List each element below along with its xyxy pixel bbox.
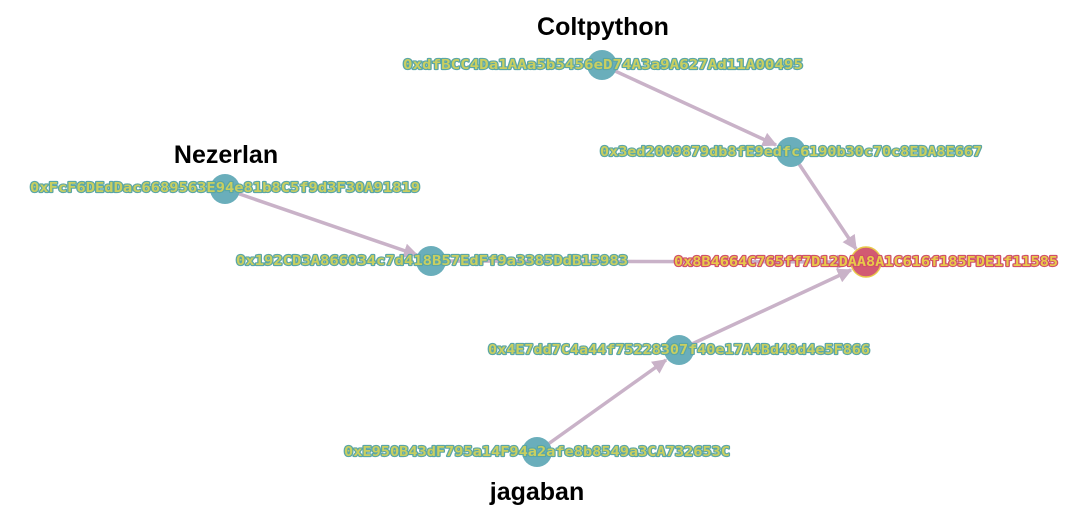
graph-node-target[interactable] bbox=[850, 246, 882, 278]
edge-n1-n2 bbox=[601, 63, 778, 147]
edge-n5-target bbox=[678, 268, 853, 352]
node-address-label: 0xE950B43dF795a14F94a2afe8b8549a3CA73265… bbox=[344, 445, 730, 460]
graph-node[interactable] bbox=[210, 174, 240, 204]
graph-node[interactable] bbox=[522, 437, 552, 467]
graph-node[interactable] bbox=[416, 246, 446, 276]
graph-node[interactable] bbox=[664, 335, 694, 365]
node-address-label: 0xFcF6DEdDac6689563E94e81b8C5f9d3F30A918… bbox=[30, 181, 420, 196]
group-title-coltpython: Coltpython bbox=[537, 13, 669, 41]
target-address-label: 0x8B4664C765ff7D12DAA8A1C616f185FDE1f115… bbox=[674, 255, 1058, 270]
graph-node[interactable] bbox=[776, 137, 806, 167]
group-title-jagaban: jagaban bbox=[489, 478, 584, 506]
node-address-label: 0x4E7dd7C4a44f75228307f40e17A4Bd48d4e5F8… bbox=[488, 343, 870, 358]
group-title-nezerlan: Nezerlan bbox=[174, 141, 278, 169]
node-address-label: 0x3ed2009879db8fE9edfc6190b30c70c8EDA8E6… bbox=[600, 145, 982, 160]
edge-n3-n4 bbox=[224, 187, 419, 258]
node-address-label: 0xdfBCC4Da1AAa5b5456eD74A3a9A627Ad11A004… bbox=[403, 58, 803, 73]
edge-n4-target bbox=[430, 254, 852, 270]
node-address-label: 0x192CD3A866034c7d418B57EdFf9a3385DdB159… bbox=[236, 254, 628, 269]
graph-node[interactable] bbox=[587, 50, 617, 80]
edge-n6-n5 bbox=[535, 358, 668, 454]
edge-n2-target bbox=[789, 151, 858, 251]
